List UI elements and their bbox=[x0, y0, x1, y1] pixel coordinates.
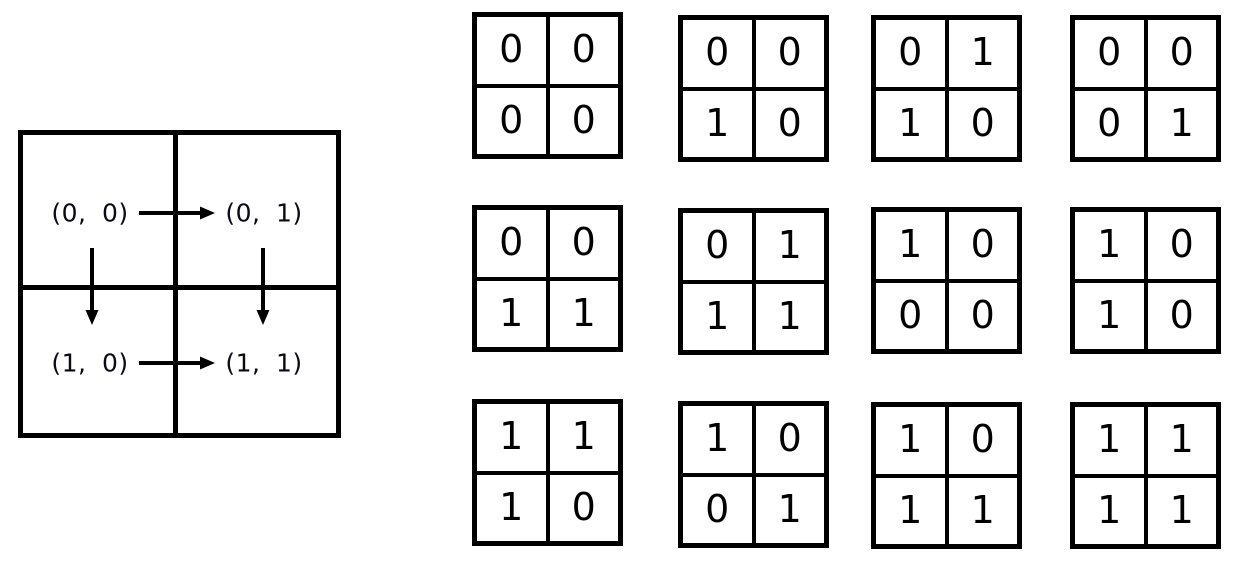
grid-cell: 0 bbox=[755, 406, 824, 473]
grid-cell: 0 bbox=[755, 20, 824, 87]
grid-cell: 1 bbox=[876, 90, 945, 157]
grid-cell: 0 bbox=[755, 90, 824, 157]
grid-cell: 1 bbox=[876, 407, 945, 474]
coordinate-diagram: (0, 0) (0, 1) (1, 0) (1, 1) bbox=[18, 130, 341, 438]
binary-grid-5: 0 0 1 1 bbox=[472, 205, 623, 352]
binary-grid-8: 1 0 1 0 bbox=[1070, 207, 1221, 354]
grid-cell: 0 bbox=[683, 213, 752, 280]
grid-horizontal-divider bbox=[23, 285, 336, 290]
grid-cell: 1 bbox=[755, 283, 824, 350]
grid-cell: 1 bbox=[1075, 477, 1144, 544]
grid-cell: 1 bbox=[477, 280, 546, 347]
grid-cell: 1 bbox=[876, 477, 945, 544]
coord-label-top-left: (0, 0) bbox=[51, 198, 129, 228]
grid-cell: 1 bbox=[755, 476, 824, 543]
traversal-arrows bbox=[85, 206, 270, 370]
grid-cell: 0 bbox=[948, 212, 1017, 279]
grid-cell: 0 bbox=[477, 17, 546, 84]
grid-cell: 0 bbox=[1147, 20, 1216, 87]
grid-cell: 0 bbox=[477, 87, 546, 154]
grid-cell: 1 bbox=[477, 404, 546, 471]
grid-cell: 0 bbox=[948, 407, 1017, 474]
grid-cell: 1 bbox=[549, 280, 618, 347]
grid-cell: 0 bbox=[1147, 212, 1216, 279]
grid-cell: 0 bbox=[683, 20, 752, 87]
grid-cell: 1 bbox=[1075, 282, 1144, 349]
binary-grid-1: 0 0 0 0 bbox=[472, 12, 623, 159]
grid-cell: 1 bbox=[1075, 407, 1144, 474]
grid-cell: 1 bbox=[1147, 477, 1216, 544]
coord-label-bottom-left: (1, 0) bbox=[51, 348, 129, 378]
grid-cell: 0 bbox=[477, 210, 546, 277]
grid-cell: 1 bbox=[683, 406, 752, 473]
binary-grid-7: 1 0 0 0 bbox=[871, 207, 1022, 354]
grid-vertical-divider bbox=[173, 135, 178, 433]
grid-cell: 0 bbox=[549, 474, 618, 541]
grid-cell: 0 bbox=[948, 282, 1017, 349]
coord-label-top-right: (0, 1) bbox=[225, 198, 303, 228]
binary-grid-3: 0 1 1 0 bbox=[871, 15, 1022, 162]
binary-grid-10: 1 0 0 1 bbox=[678, 401, 829, 548]
grid-cell: 1 bbox=[1147, 407, 1216, 474]
grid-cell: 0 bbox=[876, 282, 945, 349]
grid-cell: 0 bbox=[549, 87, 618, 154]
grid-cell: 1 bbox=[948, 477, 1017, 544]
grid-cell: 1 bbox=[477, 474, 546, 541]
binary-grid-9: 1 1 1 0 bbox=[472, 399, 623, 546]
binary-grid-12: 1 1 1 1 bbox=[1070, 402, 1221, 549]
grid-cell: 0 bbox=[549, 210, 618, 277]
binary-grid-4: 0 0 0 1 bbox=[1070, 15, 1221, 162]
grid-cell: 1 bbox=[876, 212, 945, 279]
grid-cell: 0 bbox=[1075, 90, 1144, 157]
grid-cell: 0 bbox=[948, 90, 1017, 157]
grid-cell: 1 bbox=[1075, 212, 1144, 279]
binary-grid-11: 1 0 1 1 bbox=[871, 402, 1022, 549]
grid-cell: 1 bbox=[683, 90, 752, 157]
binary-grid-2: 0 0 1 0 bbox=[678, 15, 829, 162]
grid-cell: 1 bbox=[549, 404, 618, 471]
coord-label-bottom-right: (1, 1) bbox=[225, 348, 303, 378]
grid-cell: 0 bbox=[683, 476, 752, 543]
grid-cell: 1 bbox=[1147, 90, 1216, 157]
grid-cell: 0 bbox=[1147, 282, 1216, 349]
grid-cell: 0 bbox=[1075, 20, 1144, 87]
grid-cell: 1 bbox=[755, 213, 824, 280]
grid-cell: 1 bbox=[683, 283, 752, 350]
binary-grid-6: 0 1 1 1 bbox=[678, 208, 829, 355]
grid-cell: 0 bbox=[876, 20, 945, 87]
grid-cell: 1 bbox=[948, 20, 1017, 87]
grid-cell: 0 bbox=[549, 17, 618, 84]
